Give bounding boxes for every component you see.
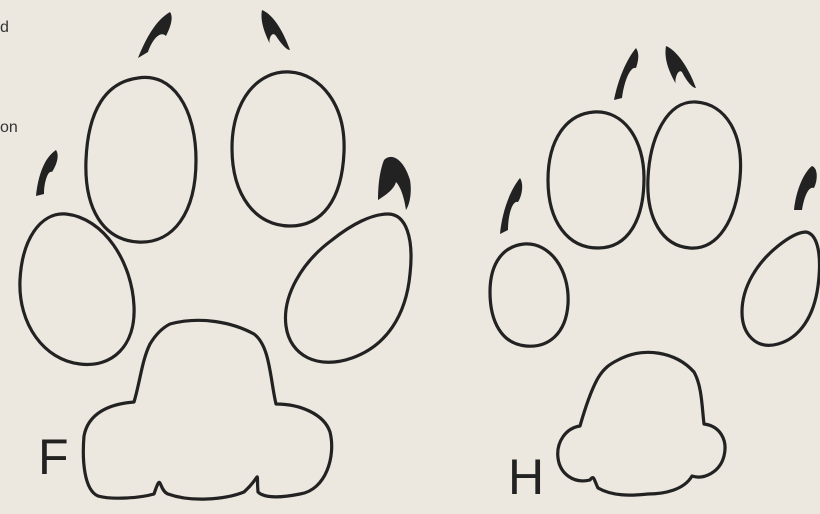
front-claw-3 xyxy=(36,150,58,196)
front-paw-print xyxy=(20,10,411,499)
hind-toe-pad-3 xyxy=(490,244,568,346)
hind-paw-label: H xyxy=(508,452,544,502)
hind-claw-4 xyxy=(794,166,817,210)
hind-claw-2 xyxy=(665,46,696,88)
front-toe-pad-2 xyxy=(232,72,344,226)
front-claw-4 xyxy=(378,157,411,210)
front-toe-pad-1 xyxy=(86,77,196,242)
hind-toe-pad-1 xyxy=(548,112,644,248)
front-claw-1 xyxy=(138,12,172,58)
hind-toe-pad-4 xyxy=(742,232,820,345)
edge-text-2: on xyxy=(0,120,18,136)
hind-toe-pad-2 xyxy=(648,102,741,248)
front-paw-label: F xyxy=(38,432,69,482)
front-toe-pad-4 xyxy=(285,214,411,362)
front-claw-2 xyxy=(261,10,290,50)
hind-heel-pad xyxy=(558,352,725,495)
hind-claw-3 xyxy=(500,178,522,234)
hind-paw-print xyxy=(490,46,820,495)
edge-text-1: d xyxy=(0,20,9,36)
hind-claw-1 xyxy=(614,48,638,100)
